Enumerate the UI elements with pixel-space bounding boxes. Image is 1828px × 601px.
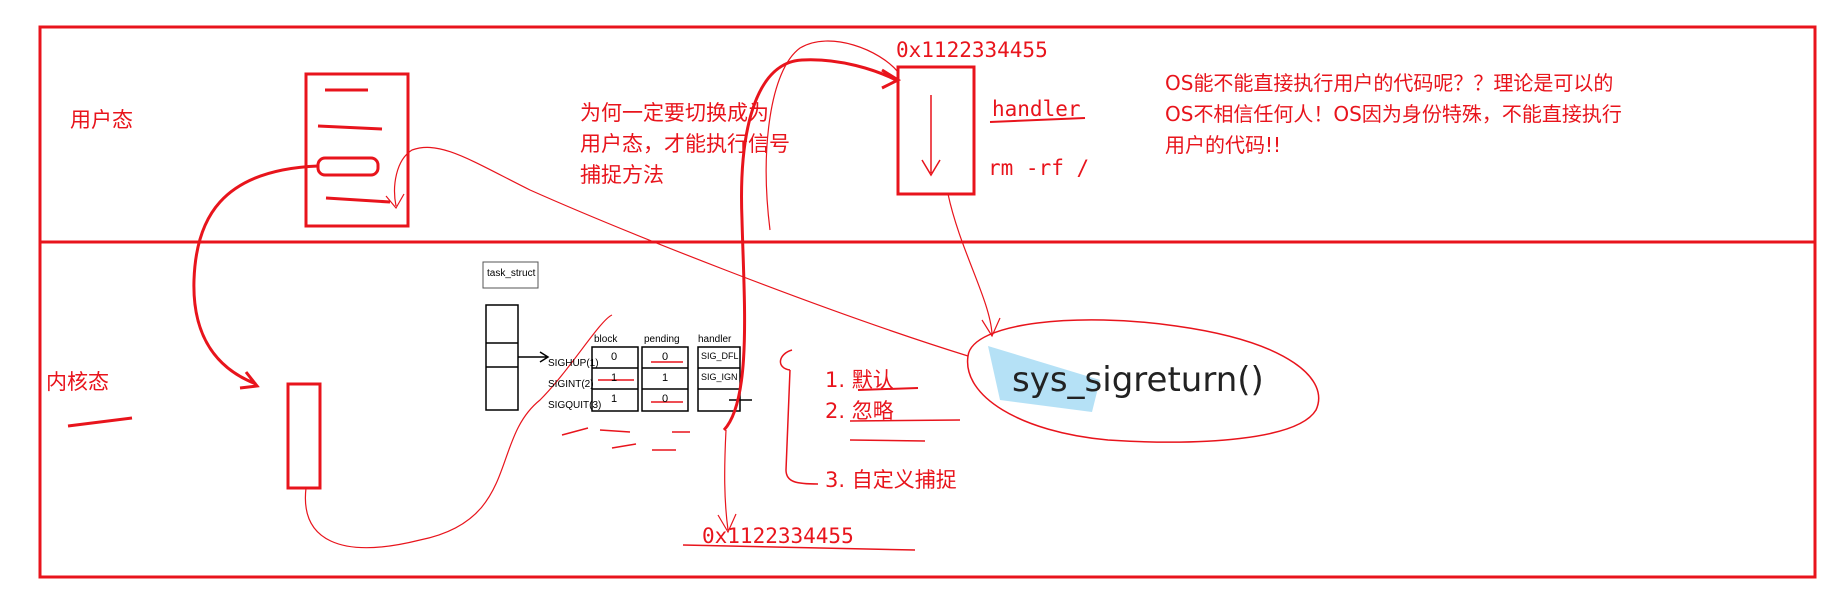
sigreturn-ellipse xyxy=(966,319,1320,443)
address-bottom-underline xyxy=(682,544,916,551)
code-current-line xyxy=(316,156,380,177)
block-val-3: 1 xyxy=(611,393,618,405)
user-code-box xyxy=(304,72,410,228)
address-top: 0x1122334455 xyxy=(896,38,1048,62)
sigreturn-highlight xyxy=(988,346,1100,412)
os-note: OS能不能直接执行用户的代码呢？？理论是可以的 OS不相信任何人！OS因为身份特… xyxy=(1165,68,1622,161)
options-underline-2 xyxy=(849,419,961,442)
table-scribbles xyxy=(561,427,690,451)
address-bottom: 0x1122334455 xyxy=(702,524,854,548)
kernel-mode-region xyxy=(38,240,1817,579)
kernel-mode-label: 内核态 xyxy=(46,370,109,394)
options-underline-1 xyxy=(857,387,919,391)
user-mode-label: 用户态 xyxy=(70,108,133,132)
code-line-3 xyxy=(325,196,391,204)
header-block: block xyxy=(594,334,618,345)
sigreturn-label: sys_sigreturn() xyxy=(1012,360,1264,400)
os-note-line-1: OS能不能直接执行用户的代码呢？？理论是可以的 xyxy=(1165,71,1614,95)
handler-val-1: SIG_DFL xyxy=(701,351,739,361)
flow-handler-to-sigreturn xyxy=(947,193,1001,338)
flow-kernel-to-table xyxy=(304,314,613,549)
signal-name-2: SIGINT(2) xyxy=(548,379,594,390)
signal-table xyxy=(591,346,741,412)
flow-table-to-handler xyxy=(722,58,902,432)
question-line-2: 用户态，才能执行信号 xyxy=(580,132,790,156)
flow-top-loop xyxy=(765,40,899,231)
block-val-2: 1 xyxy=(611,372,618,384)
option-custom: 3. 自定义捕捉 xyxy=(825,468,957,492)
handler-val-2: SIG_IGN xyxy=(701,372,738,382)
flow-user-to-kernel xyxy=(192,164,319,390)
os-note-line-2: OS不相信任何人！OS因为身份特殊，不能直接执行 xyxy=(1165,102,1622,126)
option-default: 1. 默认 xyxy=(825,368,894,392)
task-struct-box xyxy=(485,304,519,411)
kernel-box xyxy=(286,382,322,490)
handler-label: handler xyxy=(992,97,1081,121)
os-note-line-3: 用户的代码!! xyxy=(1165,133,1282,157)
signal-name-3: SIGQUIT(3) xyxy=(548,400,602,411)
pending-val-3: 0 xyxy=(662,393,669,405)
handler-down-arrow xyxy=(921,95,941,177)
question-line-3: 捕捉方法 xyxy=(580,163,664,187)
option-ignore: 2. 忽略 xyxy=(825,399,894,423)
code-line-2 xyxy=(317,124,383,131)
task-struct-label-box xyxy=(482,261,539,289)
command-text: rm -rf / xyxy=(988,156,1090,180)
question-text: 为何一定要切换成为 用户态，才能执行信号 捕捉方法 xyxy=(580,98,790,191)
question-line-1: 为何一定要切换成为 xyxy=(580,101,769,125)
flow-sigreturn-to-user xyxy=(385,146,969,357)
task-struct-pointer xyxy=(518,351,550,363)
signal-name-1: SIGHUP(1) xyxy=(548,358,599,369)
pending-val-2: 1 xyxy=(662,372,669,384)
options-bracket xyxy=(779,349,819,485)
block-val-1: 0 xyxy=(611,351,618,363)
flow-table-to-bottom-address xyxy=(717,429,737,534)
pending-val-1: 0 xyxy=(662,351,669,363)
task-struct-label: task_struct xyxy=(487,268,536,279)
handler-underline xyxy=(989,117,1086,123)
header-handler: handler xyxy=(698,334,732,345)
header-pending: pending xyxy=(644,334,680,345)
handler-box xyxy=(896,65,976,196)
kernel-dash xyxy=(67,416,133,428)
